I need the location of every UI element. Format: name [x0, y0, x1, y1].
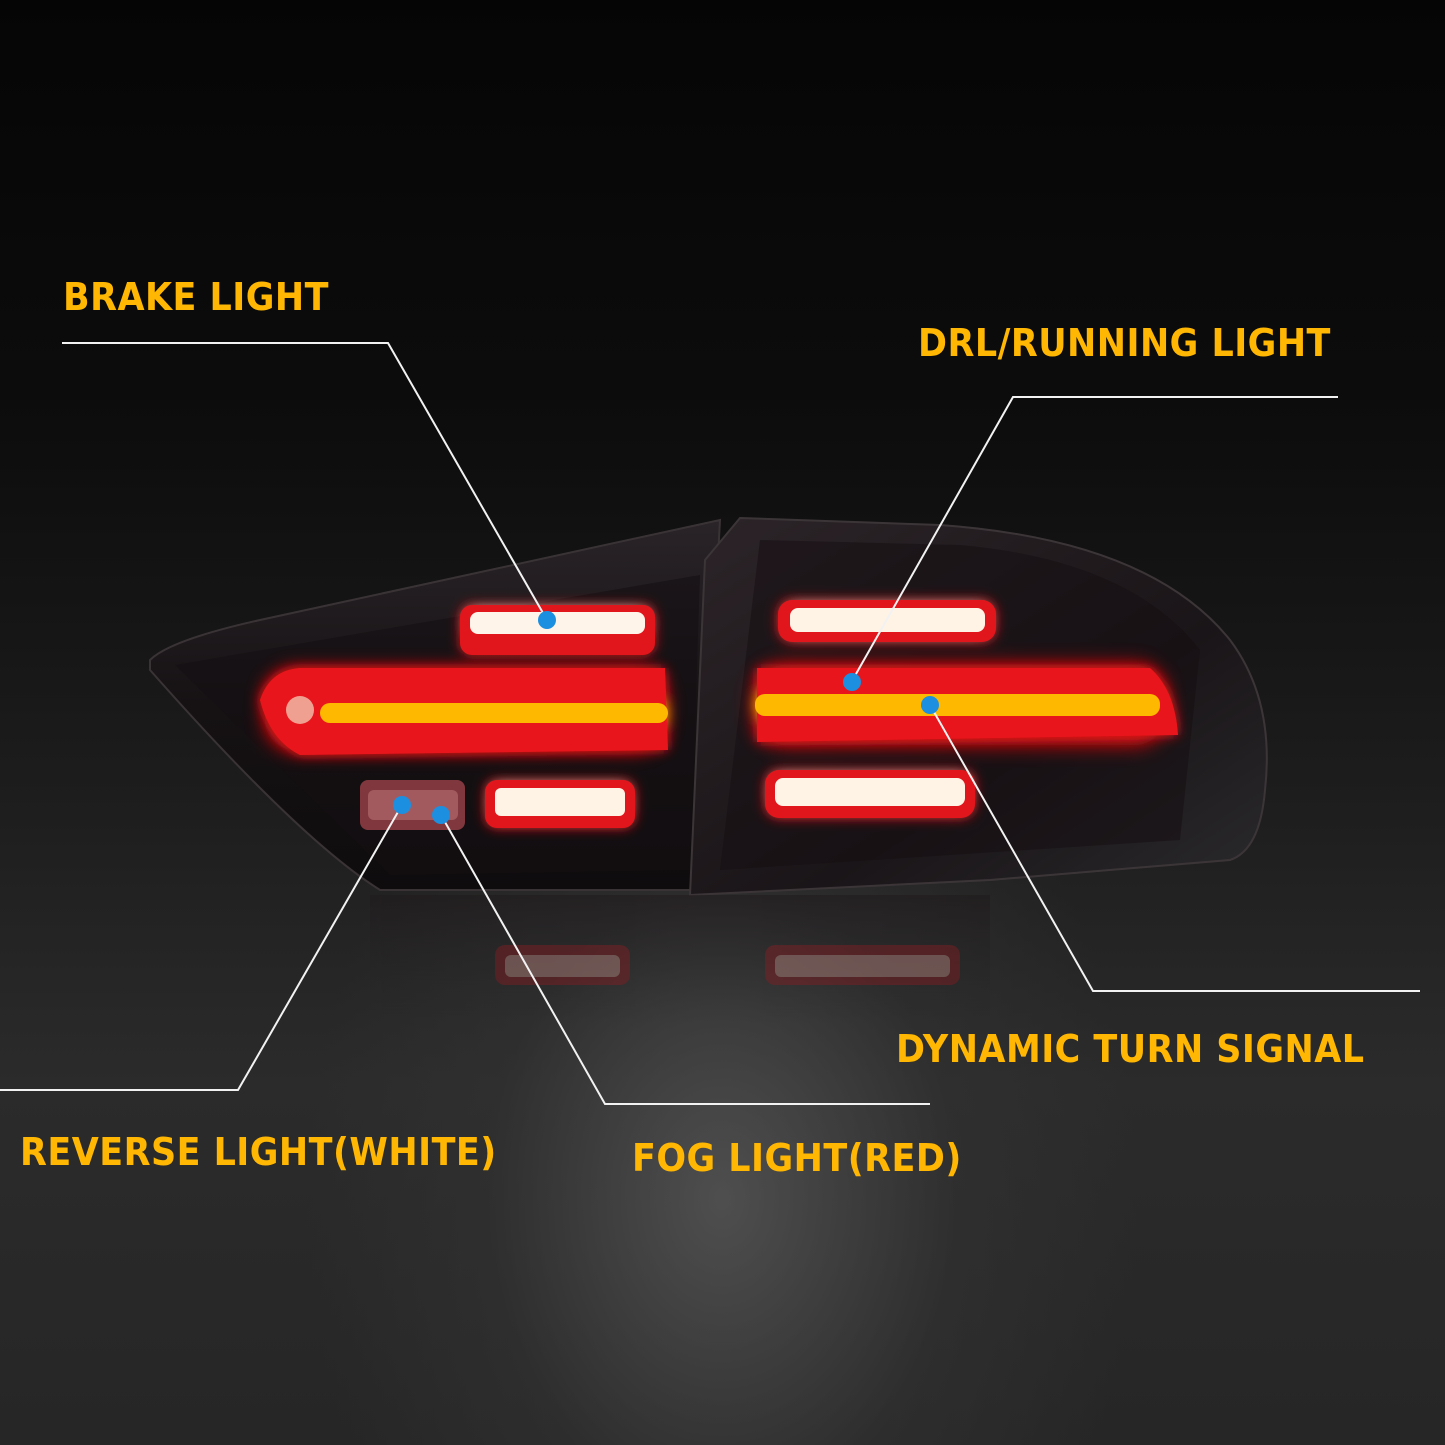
fog-reverse-lens — [360, 780, 465, 830]
outer-main-bar — [755, 668, 1178, 742]
brake-light-label: BRAKE LIGHT — [63, 275, 329, 319]
outer-lower-bar — [765, 770, 975, 818]
fog-marker-dot — [432, 806, 450, 824]
reflection — [370, 895, 990, 1025]
drl-marker-dot — [843, 673, 861, 691]
reverse-light-label: REVERSE LIGHT(WHITE) — [20, 1130, 497, 1174]
brake-light-bar — [460, 605, 655, 655]
fog-leader-line — [440, 814, 930, 1105]
turn-leader-line — [929, 704, 1420, 992]
inner-lower-bar — [485, 780, 635, 828]
fog-light-label: FOG LIGHT(RED) — [632, 1136, 962, 1180]
reverse-leader-line — [0, 804, 403, 1091]
reverse-marker-dot — [393, 796, 411, 814]
brake-leader-line — [62, 342, 548, 621]
drl-running-light-label: DRL/RUNNING LIGHT — [918, 321, 1331, 365]
brake-marker-dot — [538, 611, 556, 629]
inner-main-bar — [260, 668, 668, 755]
turn-marker-dot — [921, 696, 939, 714]
dynamic-turn-signal-label: DYNAMIC TURN SIGNAL — [896, 1027, 1365, 1071]
drl-leader-line — [851, 396, 1338, 682]
